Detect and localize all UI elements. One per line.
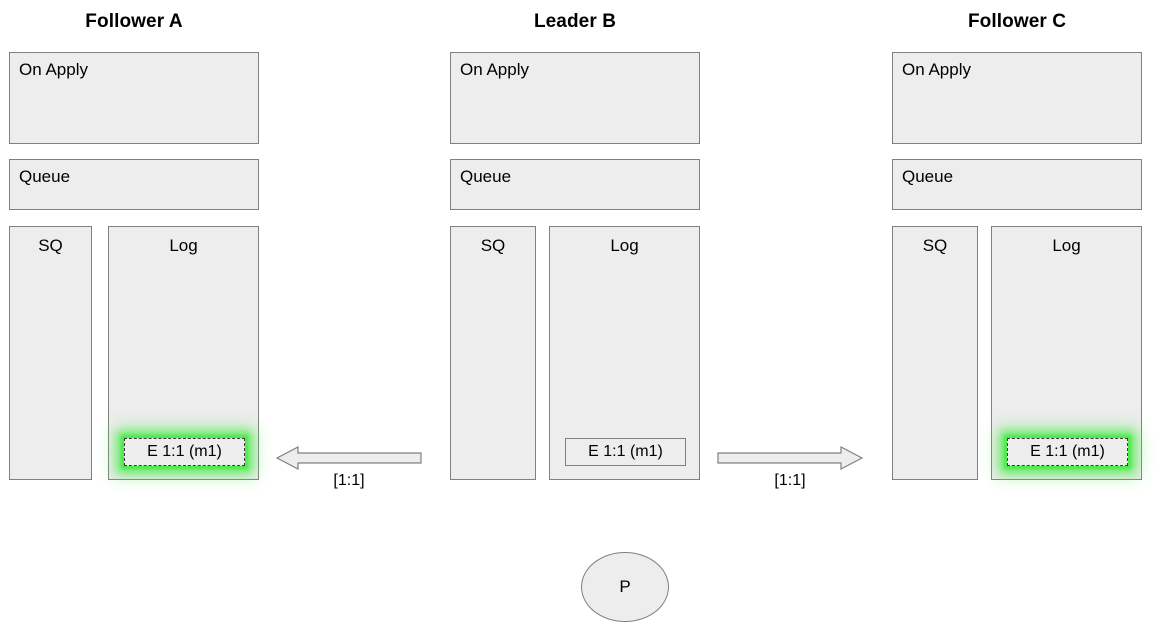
client-node-p[interactable]: P (581, 552, 669, 622)
on-apply-label: On Apply (19, 60, 88, 79)
log-box-leader-b[interactable]: Log E 1:1 (m1) (549, 226, 700, 480)
arrow-leader-to-follower-c[interactable] (717, 444, 863, 472)
arrow-left-icon (276, 446, 422, 470)
log-entry[interactable]: E 1:1 (m1) (1007, 438, 1128, 466)
node-title-follower-c: Follower C (967, 11, 1067, 32)
log-box-follower-a[interactable]: Log E 1:1 (m1) (108, 226, 259, 480)
on-apply-box-leader-b[interactable]: On Apply (450, 52, 700, 144)
sq-label: SQ (38, 236, 63, 255)
on-apply-label: On Apply (460, 60, 529, 79)
on-apply-label: On Apply (902, 60, 971, 79)
arrow-label-leader-to-follower-c: [1:1] (774, 472, 806, 489)
queue-box-follower-c[interactable]: Queue (892, 159, 1142, 210)
queue-label: Queue (902, 167, 954, 186)
sq-box-leader-b[interactable]: SQ (450, 226, 536, 480)
arrow-leader-to-follower-a[interactable] (276, 444, 422, 472)
log-entry[interactable]: E 1:1 (m1) (565, 438, 686, 466)
queue-label: Queue (460, 167, 512, 186)
sq-label: SQ (922, 236, 948, 255)
node-title-leader-b: Leader B (533, 11, 617, 32)
queue-label: Queue (19, 167, 71, 186)
sq-box-follower-a[interactable]: SQ (9, 226, 92, 480)
queue-box-leader-b[interactable]: Queue (450, 159, 700, 210)
node-title-follower-a: Follower A (85, 11, 183, 32)
sq-box-follower-c[interactable]: SQ (892, 226, 978, 480)
on-apply-box-follower-c[interactable]: On Apply (892, 52, 1142, 144)
log-box-follower-c[interactable]: Log E 1:1 (m1) (991, 226, 1142, 480)
log-label: Log (169, 236, 198, 255)
queue-box-follower-a[interactable]: Queue (9, 159, 259, 210)
on-apply-box-follower-a[interactable]: On Apply (9, 52, 259, 144)
arrow-label-leader-to-follower-a: [1:1] (333, 472, 365, 489)
sq-label: SQ (480, 236, 506, 255)
log-label: Log (1052, 236, 1081, 255)
log-entry[interactable]: E 1:1 (m1) (124, 438, 245, 466)
log-label: Log (610, 236, 639, 255)
arrow-right-icon (717, 446, 863, 470)
